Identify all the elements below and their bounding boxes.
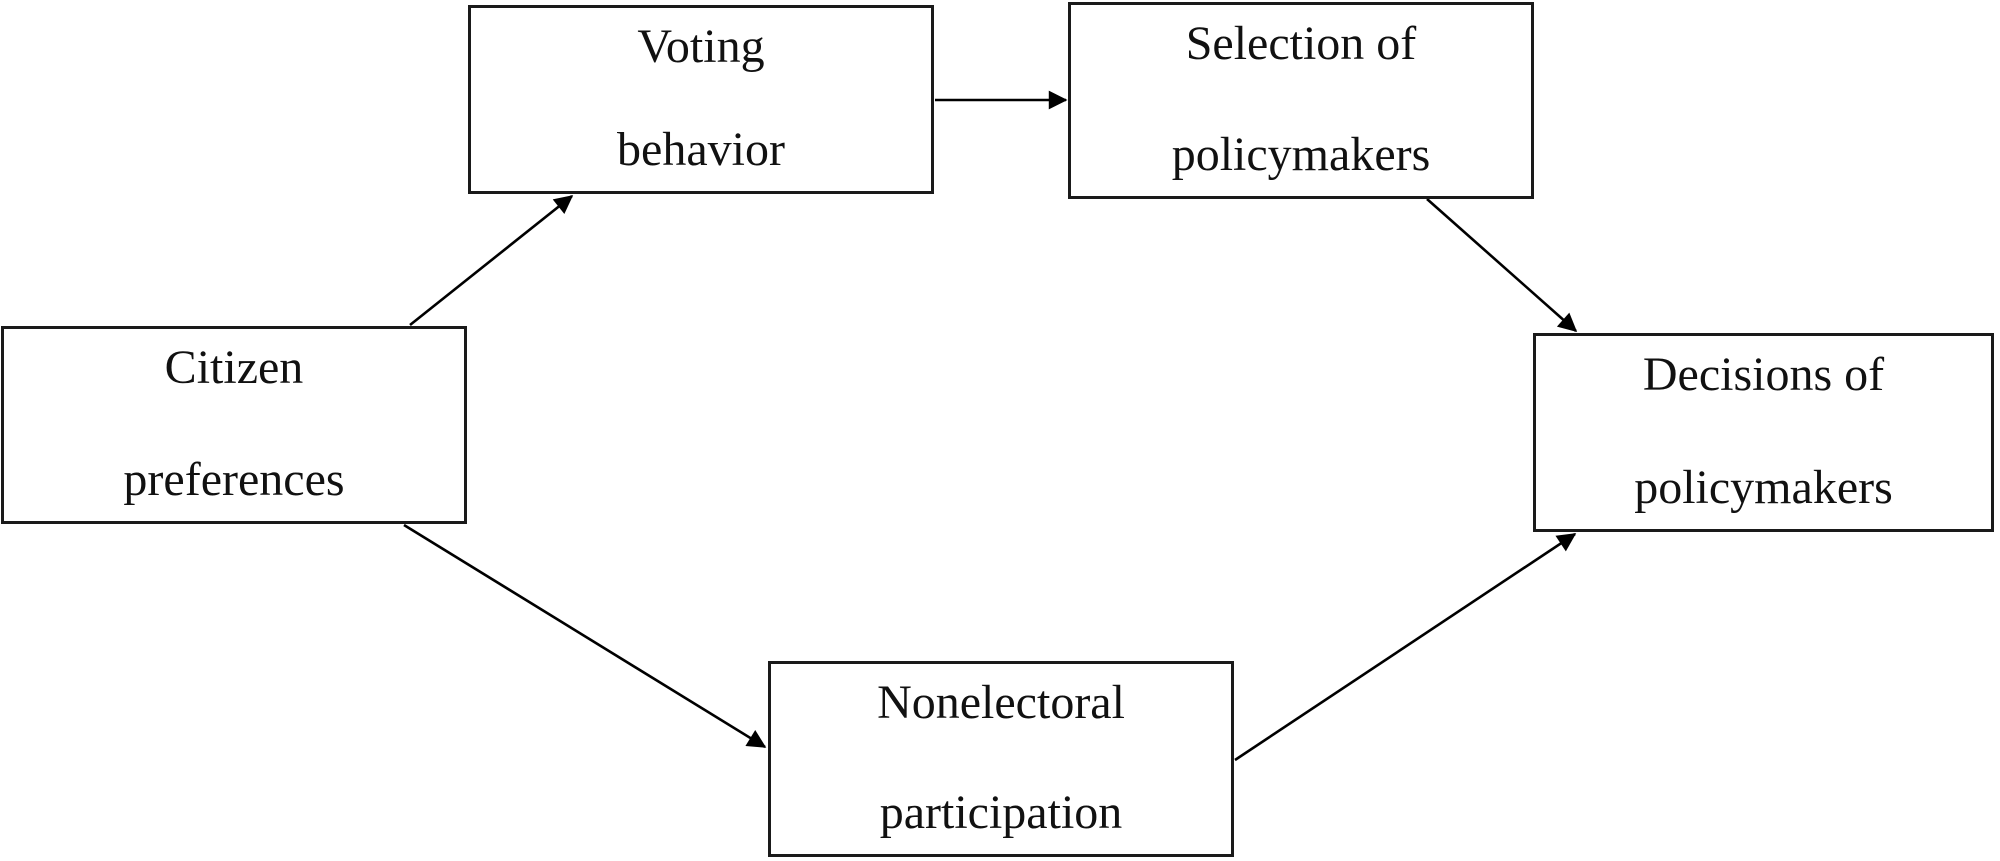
node-voting-behavior: Voting behavior xyxy=(468,5,934,194)
node-selection-of-policymakers: Selection of policymakers xyxy=(1068,2,1534,199)
node-citizen-preferences: Citizen preferences xyxy=(1,326,467,524)
node-nonelectoral-participation-line1: Nonelectoral xyxy=(877,676,1125,729)
node-nonelectoral-participation: Nonelectoral participation xyxy=(768,661,1234,857)
arrow-nonelectoral-to-decisions xyxy=(1234,532,1577,762)
node-decisions-of-policymakers: Decisions of policymakers xyxy=(1533,333,1994,532)
node-selection-of-policymakers-line2: policymakers xyxy=(1171,127,1431,181)
node-voting-behavior-line2: behavior xyxy=(617,122,785,176)
arrow-citizen-to-voting xyxy=(409,194,574,327)
arrow-selection-to-decisions xyxy=(1426,198,1578,332)
node-voting-behavior-line1: Voting xyxy=(637,20,765,73)
node-citizen-preferences-line1: Citizen xyxy=(164,341,304,394)
node-nonelectoral-participation-line2: participation xyxy=(879,785,1123,839)
node-citizen-preferences-line2: preferences xyxy=(123,452,345,506)
node-selection-of-policymakers-line1: Selection of xyxy=(1185,17,1417,70)
arrow-citizen-to-nonelectoral xyxy=(403,523,767,749)
node-decisions-of-policymakers-line1: Decisions of xyxy=(1642,348,1885,401)
node-decisions-of-policymakers-line2: policymakers xyxy=(1634,460,1893,514)
